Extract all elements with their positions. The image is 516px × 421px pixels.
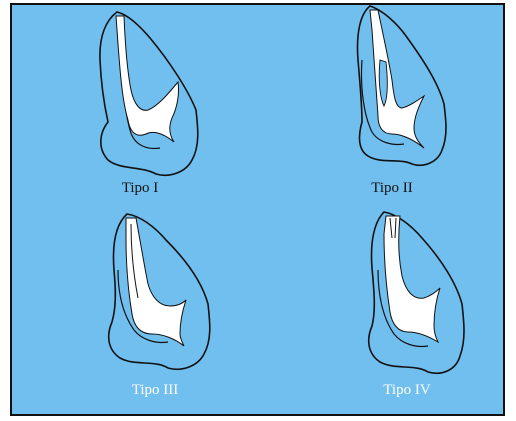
tooth-type-3 <box>109 214 210 369</box>
tooth-2-outline <box>358 6 447 165</box>
tooth-2-canal <box>370 10 424 148</box>
tooth-type-2 <box>358 6 447 165</box>
label-tipo-3: Tipo III <box>132 382 179 398</box>
tooth-type-4 <box>369 212 464 373</box>
label-tipo-1: Tipo I <box>122 180 159 196</box>
tooth-1-outline <box>100 12 198 175</box>
tooth-4-canal <box>384 216 440 342</box>
tooth-4-outline <box>369 212 464 373</box>
tooth-3-outline <box>109 214 210 369</box>
label-tipo-2: Tipo II <box>371 180 413 196</box>
label-tipo-4: Tipo IV <box>383 382 431 398</box>
tooth-type-1 <box>100 12 198 175</box>
